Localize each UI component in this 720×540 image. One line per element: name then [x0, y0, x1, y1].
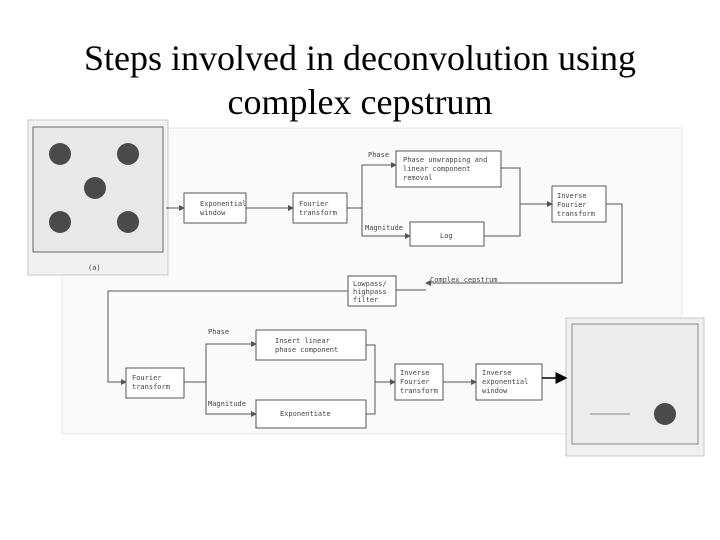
block-inverse-fourier-bottom: Inverse Fourier transform	[394, 363, 444, 401]
svg-text:Fourier: Fourier	[299, 200, 329, 208]
block-lowpass-filter: Lowpass/ highpass filter	[347, 275, 397, 307]
label-magnitude-bottom: Magnitude	[208, 400, 246, 408]
block-insert-linear-phase: Insert linear phase component	[255, 329, 367, 361]
svg-text:Fourier: Fourier	[400, 378, 430, 386]
top-connectors	[166, 162, 623, 286]
svg-text:filter: filter	[353, 296, 378, 304]
svg-text:Inverse: Inverse	[482, 369, 512, 377]
svg-text:highpass: highpass	[353, 288, 387, 296]
blob	[117, 143, 139, 165]
svg-text:Insert linear: Insert linear	[275, 337, 330, 345]
svg-text:exponential: exponential	[482, 378, 528, 386]
svg-text:transform: transform	[299, 209, 337, 217]
svg-text:linear component: linear component	[403, 165, 470, 173]
svg-text:Phase unwrapping and: Phase unwrapping and	[403, 156, 487, 164]
svg-text:transform: transform	[557, 210, 595, 218]
svg-text:phase component: phase component	[275, 346, 338, 354]
block-log: Log	[409, 221, 485, 247]
blob	[49, 143, 71, 165]
svg-text:Exponentiate: Exponentiate	[280, 410, 331, 418]
svg-text:window: window	[200, 209, 226, 217]
svg-text:Fourier: Fourier	[132, 374, 162, 382]
block-exponentiate: Exponentiate	[255, 399, 367, 429]
blob	[654, 403, 676, 425]
label-phase-bottom: Phase	[208, 328, 229, 336]
block-exponential-window: Exponential window	[183, 192, 247, 224]
blob	[49, 211, 71, 233]
svg-text:Exponential: Exponential	[200, 200, 246, 208]
block-inverse-exponential-window: Inverse exponential window	[475, 363, 543, 401]
svg-text:transform: transform	[400, 387, 438, 395]
title-line-1: Steps involved in deconvolution using	[84, 38, 636, 78]
svg-text:removal: removal	[403, 174, 433, 182]
bottom-connectors	[184, 341, 477, 417]
block-fourier-transform-bottom: Fourier transform	[125, 367, 185, 399]
svg-text:Lowpass/: Lowpass/	[353, 280, 387, 288]
svg-text:Inverse: Inverse	[557, 192, 587, 200]
panel-label: (a)	[88, 264, 101, 272]
label-phase-top: Phase	[368, 151, 389, 159]
svg-text:transform: transform	[132, 383, 170, 391]
slide-title: Steps involved in deconvolution using co…	[0, 36, 720, 124]
title-line-2: complex cepstrum	[227, 82, 493, 122]
label-complex-cepstrum: Complex cepstrum	[430, 276, 497, 284]
blob	[117, 211, 139, 233]
blob	[84, 177, 106, 199]
input-image-panel: (a)	[27, 119, 169, 276]
label-magnitude-top: Magnitude	[365, 224, 403, 232]
block-phase-unwrapping: Phase unwrapping and linear component re…	[395, 150, 502, 188]
block-fourier-transform-top: Fourier transform	[292, 192, 348, 224]
svg-text:Inverse: Inverse	[400, 369, 430, 377]
block-inverse-fourier-top: Inverse Fourier transform	[551, 185, 607, 223]
svg-text:Fourier: Fourier	[557, 201, 587, 209]
middle-connectors	[107, 289, 426, 385]
svg-text:Log: Log	[440, 232, 453, 240]
svg-text:window: window	[482, 387, 508, 395]
output-image-panel	[565, 317, 705, 457]
